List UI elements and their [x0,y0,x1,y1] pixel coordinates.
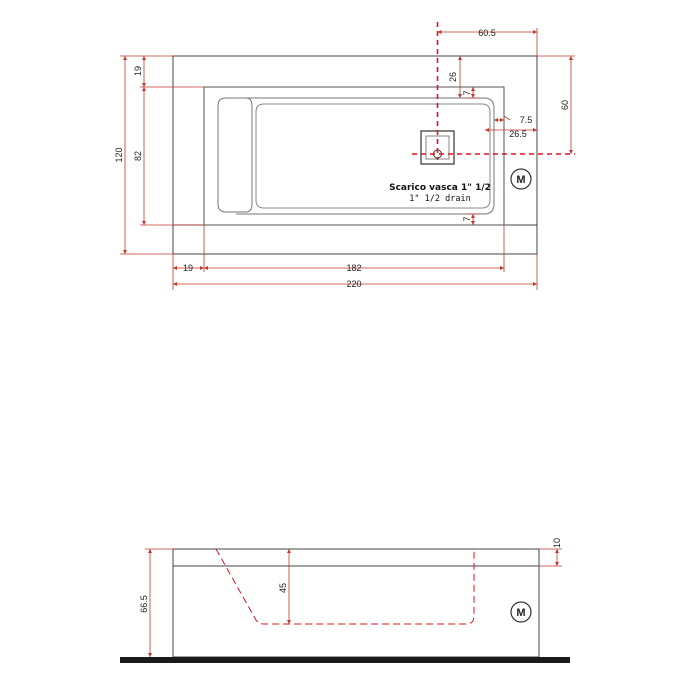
dim-drain-side-long: 26.5 [509,129,527,139]
dim-rim-top: 19 [133,66,143,76]
tub-outer-rim [172,55,538,255]
tub-side-basin-hidden [215,548,475,625]
side-view: M 10 45 66.5 [120,538,570,663]
tub-backrest [217,97,253,213]
floor [120,657,570,663]
side-dimensions [145,548,562,657]
drain-label-en: 1" 1/2 drain [409,194,470,204]
dim-gap-bottom: 7 [462,216,472,221]
motor-label: M [516,174,525,186]
dim-depth: 45 [278,583,288,593]
dim-inner-height: 82 [133,151,143,161]
dim-drain-offset-right: 60.5 [478,28,496,38]
tub-side-body [172,548,540,658]
motor-side-label: M [516,607,525,619]
dim-overall-length: 220 [346,279,361,289]
dim-rim-thickness: 10 [552,538,562,548]
dim-overall-width-left: 120 [114,147,124,162]
drain-label: Scarico vasca 1" 1/2 [389,183,491,193]
dim-drain-height-right: 60 [560,100,570,110]
plan-view: M Scarico vasca 1" 1/2 1" 1/2 drain [114,22,575,290]
dim-gap-top: 7 [462,90,472,95]
dim-overall-height: 66.5 [139,595,149,613]
tub-basin-shell [236,97,495,215]
dim-drain-top: 26 [448,72,458,82]
dim-rim-left: 19 [183,263,193,273]
dim-inner-length: 182 [346,263,361,273]
tub-basin-outer [203,86,505,226]
dim-drain-side-short: 7.5 [520,115,533,125]
motor-side-icon [510,601,532,623]
plan-dimensions [120,28,575,290]
motor-icon [510,168,532,190]
tub-basin-inner [255,103,491,209]
